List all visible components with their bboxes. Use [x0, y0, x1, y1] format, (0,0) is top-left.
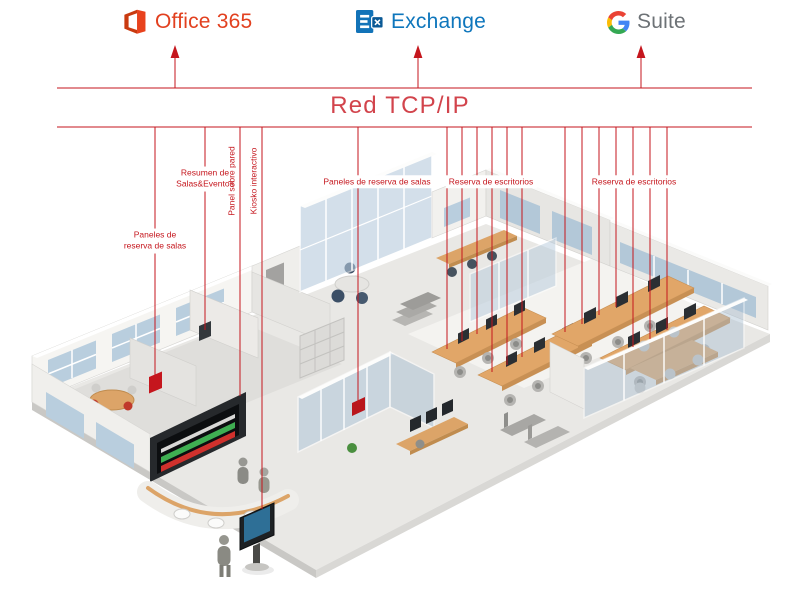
annotation-panel-sobre-pared: Panel sobre pared	[226, 146, 237, 216]
office365-logo: Office 365	[121, 8, 252, 35]
exchange-label: Exchange	[391, 9, 487, 33]
stairs	[392, 292, 441, 326]
gsuite-label: Suite	[637, 10, 686, 33]
annotation-kiosko-interactivo: Kiosko interactivo	[248, 147, 259, 215]
annotation-reserva-escritorios-center: Reserva de escritorios	[445, 175, 537, 189]
person-figure	[219, 535, 229, 545]
gsuite-logo: Suite	[607, 10, 686, 34]
exchange-logo: Exchange	[356, 9, 486, 34]
wall-summary-screen	[199, 321, 211, 341]
exchange-icon	[356, 9, 384, 34]
center-glass-meeting-room	[297, 350, 435, 454]
annotation-paneles-reserva-salas-center: Paneles de reserva de salas	[320, 175, 434, 189]
meeting-room-right	[549, 296, 748, 420]
plant	[347, 443, 357, 453]
gym-area	[500, 412, 570, 448]
annotation-reserva-escritorios-right: Reserva de escritorios	[588, 175, 680, 189]
office365-icon	[124, 9, 146, 34]
backbone-lines	[57, 87, 752, 128]
room-panel	[352, 397, 365, 416]
annotation-resumen-salas-eventos: Resumen de Salas&Eventos	[173, 166, 237, 192]
annotation-paneles-reserva-salas-left: Paneles de reserva de salas	[120, 228, 190, 254]
corridor-shelving	[299, 317, 345, 379]
room-reservation-panel	[149, 371, 162, 394]
uplink-arrows	[170, 45, 646, 88]
center-desk-with-monitors	[347, 399, 468, 455]
interactive-kiosk	[217, 502, 275, 577]
device-drop-lines	[154, 127, 668, 509]
front-left-wall	[31, 363, 151, 473]
network-title: Red TCP/IP	[330, 92, 470, 119]
google-g-icon	[607, 10, 630, 34]
office365-label: Office 365	[155, 9, 253, 33]
